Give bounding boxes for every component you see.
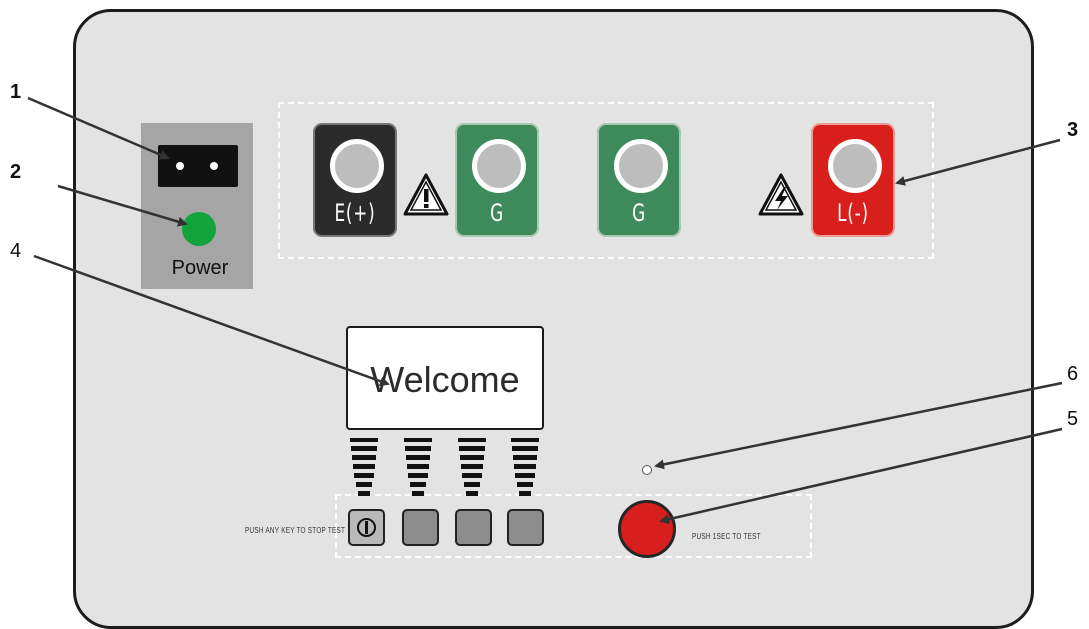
callout-arrow-2 (57, 184, 188, 227)
terminal-group-box (278, 102, 934, 259)
terminal-label: G (490, 199, 504, 227)
terminal-jack (828, 139, 882, 193)
callout-arrow-5 (659, 427, 1063, 525)
power-switch[interactable] (158, 145, 238, 187)
callout-number-6: 6 (1067, 363, 1079, 385)
terminal-label: L(-) (837, 199, 869, 227)
switch-pin-left (176, 162, 184, 170)
test-indicator-led (642, 465, 652, 475)
callout-arrow-4 (33, 254, 390, 386)
terminal-l-minus[interactable]: L(-) (811, 123, 895, 237)
key-indicator-stripes (511, 438, 539, 496)
function-key-1[interactable] (402, 509, 439, 546)
terminal-g-2[interactable]: G (597, 123, 681, 237)
test-button[interactable] (618, 500, 676, 558)
key-group-box (335, 494, 812, 558)
function-key-3[interactable] (507, 509, 544, 546)
function-key-2[interactable] (455, 509, 492, 546)
terminal-jack (330, 139, 384, 193)
terminal-e-plus[interactable]: E(+) (313, 123, 397, 237)
terminal-label: E(+) (334, 199, 376, 227)
display-text: Welcome (370, 359, 520, 400)
callout-arrow-6 (654, 381, 1063, 470)
callout-number-2: 2 (10, 161, 22, 183)
callout-arrow-1 (27, 96, 170, 160)
power-symbol-icon (357, 518, 376, 537)
power-key[interactable] (348, 509, 385, 546)
power-label: Power (171, 257, 229, 279)
callout-number-5: 5 (1067, 408, 1079, 430)
instrument-diagram: Power E(+) G G L(-) Welcome (10, 9, 1079, 629)
instrument-panel (73, 9, 1034, 629)
high-voltage-icon (758, 173, 804, 216)
terminal-label: G (632, 199, 646, 227)
key-indicator-stripes (404, 438, 432, 496)
stop-test-label: PUSH ANY KEY TO STOP TEST (245, 526, 346, 535)
callout-arrow-3 (895, 138, 1061, 186)
test-button-label: PUSH 1SEC TO TEST (692, 532, 761, 541)
callout-number-3: 3 (1067, 119, 1079, 141)
terminal-jack (472, 139, 526, 193)
warning-icon (403, 173, 449, 216)
key-indicator-stripes (350, 438, 378, 496)
terminal-g-1[interactable]: G (455, 123, 539, 237)
callout-arrows (27, 96, 1063, 525)
power-symbol-bar (365, 521, 368, 534)
callout-number-1: 1 (10, 81, 22, 103)
key-indicator-stripes (458, 438, 486, 496)
switch-pin-right (210, 162, 218, 170)
callout-number-4: 4 (10, 240, 22, 262)
terminal-jack (614, 139, 668, 193)
